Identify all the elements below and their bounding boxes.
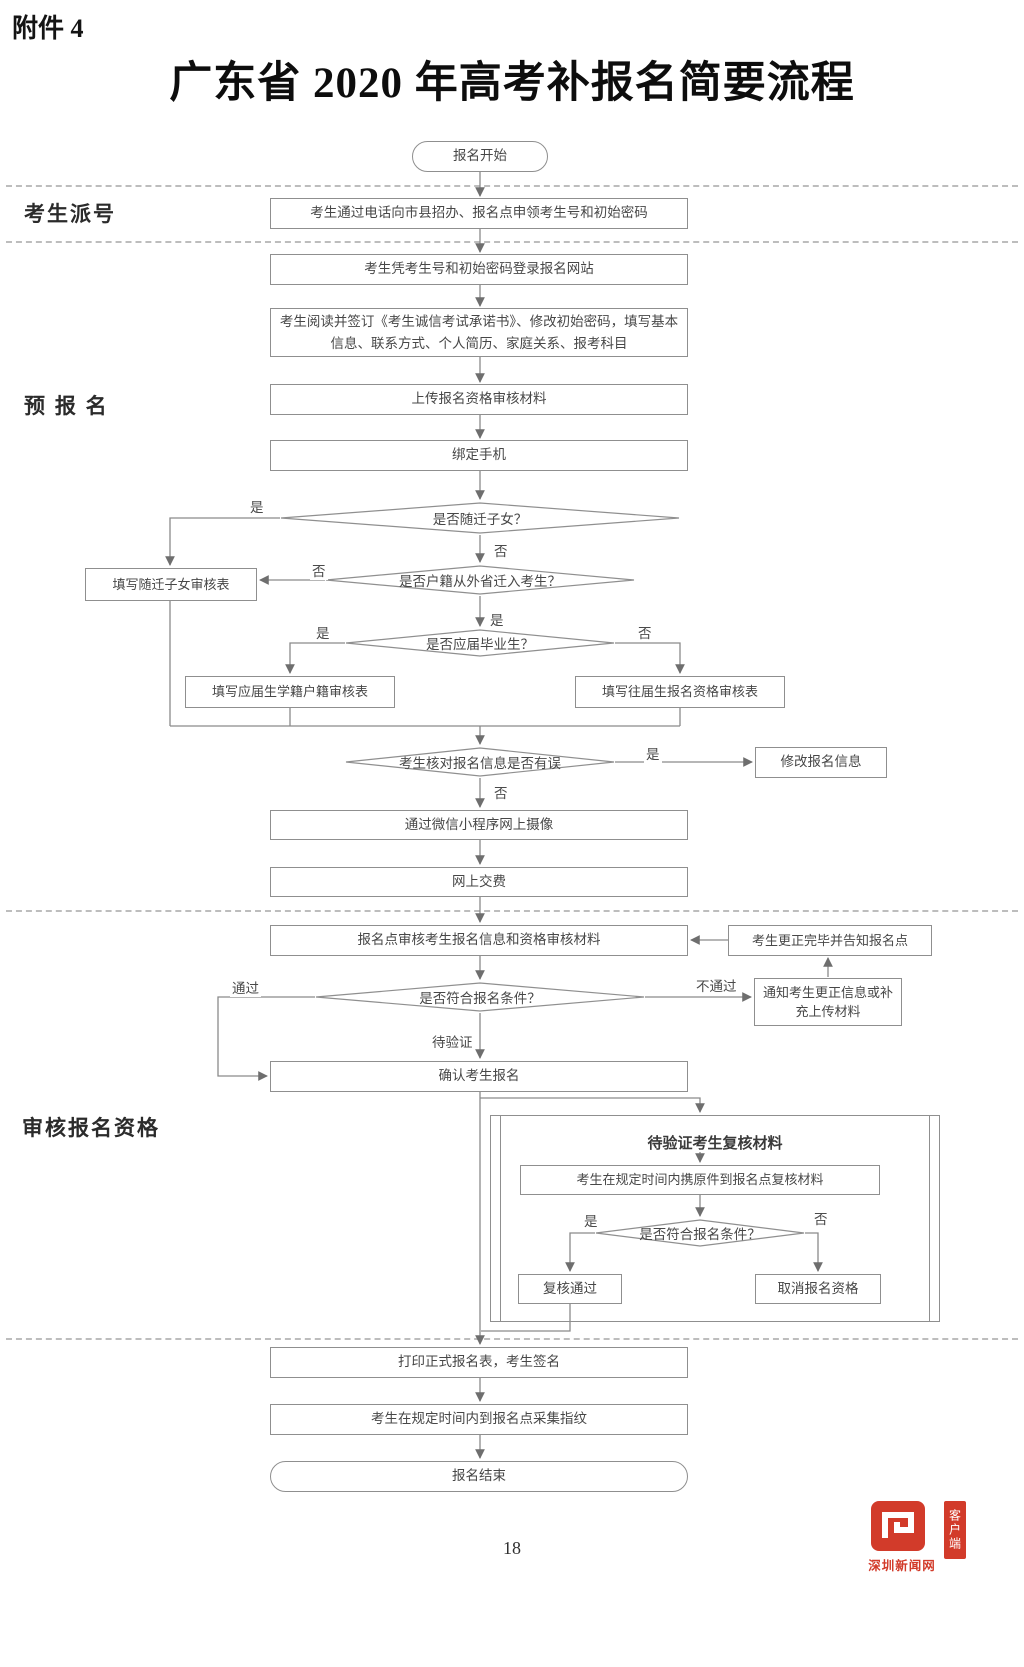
- step-read-and-sign: 考生阅读并签订《考生诚信考试承诺书》、修改初始密码，填写基本信息、联系方式、个人…: [270, 308, 688, 357]
- edge-label-no: 否: [636, 622, 654, 642]
- step-upload-materials: 上传报名资格审核材料: [270, 384, 688, 415]
- edge-label-yes: 是: [644, 743, 662, 763]
- section-label-dispatch: 考生派号: [24, 203, 116, 226]
- section-label-pre-register: 预 报 名: [24, 395, 109, 418]
- edge-label-yes: 是: [248, 496, 266, 516]
- szn-brand-text: 深圳新闻网: [868, 1559, 936, 1573]
- edge-label-no: 否: [492, 540, 510, 560]
- step-recheck-passed: 复核通过: [518, 1274, 622, 1304]
- flow-start-terminator: 报名开始: [412, 141, 548, 172]
- step-migrant-form: 填写随迁子女审核表: [85, 568, 257, 601]
- section-divider: [6, 1338, 1018, 1340]
- step-former-graduate-form: 填写往届生报名资格审核表: [575, 676, 785, 708]
- step-online-photo: 通过微信小程序网上摄像: [270, 810, 688, 840]
- section-divider: [6, 241, 1018, 243]
- decision-meets-requirements: 是否符合报名条件？: [315, 982, 645, 1012]
- edge-label-yes: 是: [314, 622, 332, 642]
- step-confirm-registration: 确认考生报名: [270, 1061, 688, 1092]
- attachment-label: 附件 4: [12, 14, 84, 43]
- edge-label-pass: 通过: [230, 977, 261, 997]
- edge-label-no: 否: [812, 1208, 830, 1228]
- edge-label-no: 否: [492, 782, 510, 802]
- step-bind-phone: 绑定手机: [270, 440, 688, 471]
- decision-recheck-meets-requirements: 是否符合报名条件？: [595, 1219, 805, 1247]
- page-title: 广东省 2020 年高考补报名简要流程: [169, 60, 855, 107]
- step-apply-number: 考生通过电话向市县招办、报名点申领考生号和初始密码: [270, 198, 688, 229]
- decision-migrant-child: 是否随迁子女？: [280, 502, 680, 534]
- page-number: 18: [503, 1538, 521, 1558]
- section-divider: [6, 185, 1018, 187]
- step-notify-correction: 通知考生更正信息或补充上传材料: [754, 978, 902, 1026]
- step-fingerprint: 考生在规定时间内到报名点采集指纹: [270, 1404, 688, 1435]
- flow-end-terminator: 报名结束: [270, 1461, 688, 1492]
- step-print-and-sign: 打印正式报名表，考生签名: [270, 1347, 688, 1378]
- edge-label-yes: 是: [488, 609, 506, 629]
- edge-label-pending-verification: 待验证: [430, 1031, 475, 1051]
- step-recheck-bring-originals: 考生在规定时间内携原件到报名点复核材料: [520, 1165, 880, 1195]
- decision-household-out-of-province: 是否户籍从外省迁入考生？: [325, 565, 635, 595]
- section-divider: [6, 910, 1018, 912]
- step-correction-done: 考生更正完毕并告知报名点: [728, 925, 932, 956]
- step-fresh-graduate-form: 填写应届生学籍户籍审核表: [185, 676, 395, 708]
- edge-label-fail: 不通过: [694, 975, 739, 995]
- step-online-payment: 网上交费: [270, 867, 688, 897]
- section-label-review: 审核报名资格: [22, 1117, 160, 1140]
- decision-info-has-errors: 考生核对报名信息是否有误: [345, 747, 615, 777]
- szn-client-tab: 客户端: [944, 1501, 966, 1559]
- step-cancel-qualification: 取消报名资格: [755, 1274, 881, 1304]
- szn-logo-icon: [871, 1501, 925, 1551]
- step-login: 考生凭考生号和初始密码登录报名网站: [270, 254, 688, 285]
- step-modify-info: 修改报名信息: [755, 747, 887, 778]
- recheck-container-title: 待验证考生复核材料: [647, 1135, 783, 1152]
- edge-label-no: 否: [310, 560, 328, 580]
- szn-watermark: 深圳新闻网 客户端: [862, 1500, 970, 1573]
- recheck-container: 待验证考生复核材料: [490, 1115, 940, 1322]
- decision-fresh-graduate: 是否应届毕业生？: [345, 629, 615, 657]
- edge-label-yes: 是: [582, 1210, 600, 1230]
- step-site-review: 报名点审核考生报名信息和资格审核材料: [270, 925, 688, 956]
